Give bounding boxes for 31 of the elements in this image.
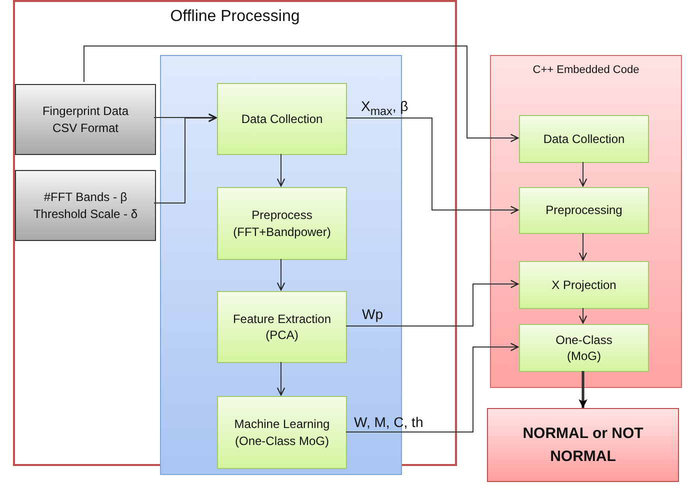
arrow [346,280,519,326]
arrow [154,113,217,122]
process-box: Data Collection [217,83,347,155]
process-box: X Projection [519,261,649,309]
process-box: Preprocess (FFT+Bandpower) [217,187,347,260]
arrow [578,308,588,324]
edge-label: Wp [362,306,383,322]
process-box: Data Collection [519,115,649,163]
arrow [84,46,519,142]
arrow [346,118,519,214]
arrow [346,342,519,432]
arrow [276,362,286,396]
input-box: Fingerprint Data CSV Format [15,84,156,155]
process-box: Machine Learning (One-Class MoG) [217,396,347,469]
arrow [578,162,588,187]
arrow [154,114,217,204]
panel-title: C++ Embedded Code [532,64,640,76]
arrow [276,154,286,187]
panel [490,55,682,388]
region-frame [13,0,457,466]
process-box: Feature Extraction (PCA) [217,291,347,363]
edge-label: W, M, C, th [354,414,424,430]
arrow [578,371,588,408]
arrow [578,232,588,261]
process-box: One-Class (MoG) [519,324,649,372]
process-box: Preprocessing [519,187,649,234]
result-box: NORMAL or NOT NORMAL [487,408,679,482]
panel-title: Offline Processing [169,8,301,26]
arrow [276,258,286,291]
edge-label: X$_{max}$, β [361,98,408,118]
input-box: #FFT Bands - β Threshold Scale - δ [15,170,156,241]
